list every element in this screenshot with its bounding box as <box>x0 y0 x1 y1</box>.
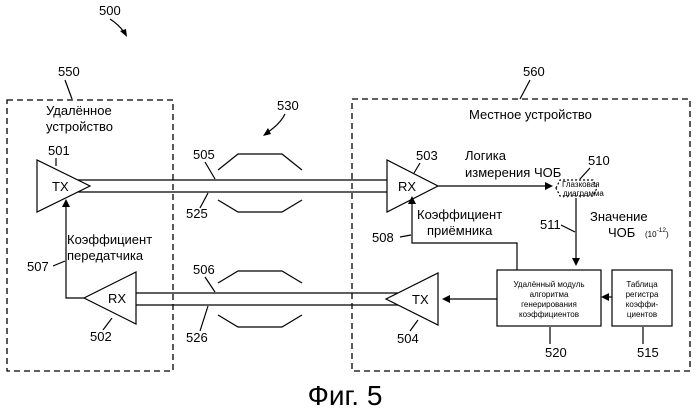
rx-coef-label-line1: Коэффициент <box>417 207 502 222</box>
local-tx-ref-leader <box>410 320 418 331</box>
rx-to-eye-arrowhead <box>545 182 553 190</box>
remote-device-title-line1: Удалённое <box>46 103 112 118</box>
local-rx-label: RX <box>398 179 416 194</box>
rx-coef-ref-leader <box>400 235 411 237</box>
figure-number-leader <box>110 19 124 32</box>
ber-ref: 511 <box>540 217 561 232</box>
eye-diagram-ref-leader <box>580 168 590 179</box>
local-device-leader <box>520 80 530 99</box>
local-device-title: Местное устройство <box>469 107 592 122</box>
ber-label-line2: ЧОБ <box>608 225 635 240</box>
tx-coef-arrowhead <box>62 199 70 207</box>
local-rx-ref-leader <box>414 163 420 173</box>
coef-module-line1: Удалённый модуль <box>513 280 584 289</box>
ber-value: (10-12) <box>645 227 669 239</box>
local-tx-label: TX <box>412 292 429 307</box>
rx-coef-label-line2: приёмника <box>427 223 493 238</box>
remote-tx-label: TX <box>52 179 69 194</box>
coef-table-line1: Таблица <box>626 280 658 289</box>
coef-module-line3: генерирования <box>521 300 577 309</box>
tx-coef-ref: 507 <box>27 259 49 274</box>
figure-number: 500 <box>99 3 121 18</box>
local-tx-ref: 504 <box>397 331 419 346</box>
bottom-channel-shape-lower <box>218 315 302 327</box>
ber-logic-line1: Логика <box>465 148 507 163</box>
local-device-ref: 560 <box>523 64 545 79</box>
channel-ref: 530 <box>277 98 299 113</box>
coef-module-ref: 520 <box>545 345 567 360</box>
local-rx-ref: 503 <box>416 148 438 163</box>
coef-module-line4: коэффициентов <box>519 310 579 319</box>
bottom-channel-shape-upper <box>218 271 302 283</box>
figure-caption: Фиг. 5 <box>308 380 383 411</box>
eye-diagram-line1: Глазковая <box>562 180 600 189</box>
tx-coef-ref-leader <box>53 261 65 266</box>
channel-leader <box>268 114 285 132</box>
eye-diagram-ref: 510 <box>588 153 610 168</box>
top-channel-shape-upper <box>218 154 302 170</box>
remote-tx-ref: 501 <box>48 143 70 158</box>
rx-coef-ref: 508 <box>372 230 394 245</box>
top-lane-ref-upper: 505 <box>193 147 215 162</box>
tx-coef-label-line1: Коэффициент <box>67 232 152 247</box>
remote-rx-label: RX <box>108 291 126 306</box>
bottom-lane-ref-lower-leader <box>200 306 208 331</box>
coef-table-line3: коэффи- <box>626 300 659 309</box>
bottom-lane-ref-lower: 526 <box>186 330 208 345</box>
top-lane-ref-lower: 525 <box>186 206 208 221</box>
remote-device-leader <box>65 80 72 99</box>
remote-device-ref: 550 <box>58 64 80 79</box>
eye-diagram-line2: диаграмма <box>563 189 604 198</box>
coef-table-line4: циентов <box>627 310 657 319</box>
top-lane-ref-upper-leader <box>205 162 215 179</box>
module-to-tx-arrowhead <box>442 295 450 303</box>
ber-logic-line2: измерения ЧОБ <box>465 165 561 180</box>
top-channel-shape-lower <box>218 200 302 212</box>
ber-label-line1: Значение <box>590 209 648 224</box>
remote-rx-ref: 502 <box>90 329 112 344</box>
coef-table-line2: регистра <box>626 290 659 299</box>
figure-number-arrowhead <box>120 29 127 37</box>
channel-arrowhead <box>263 128 271 136</box>
bottom-lane-ref-upper: 506 <box>193 262 215 277</box>
ber-ref-leader <box>561 225 575 232</box>
ber-to-module-arrowhead <box>572 258 580 266</box>
remote-device-title-line2: устройство <box>46 119 113 134</box>
table-to-module-arrowhead <box>601 293 609 301</box>
tx-coef-label-line2: передатчика <box>67 248 144 263</box>
bottom-lane-ref-upper-leader <box>205 277 215 292</box>
coef-module-line2: алгоритма <box>530 290 569 299</box>
coef-table-ref: 515 <box>637 345 659 360</box>
